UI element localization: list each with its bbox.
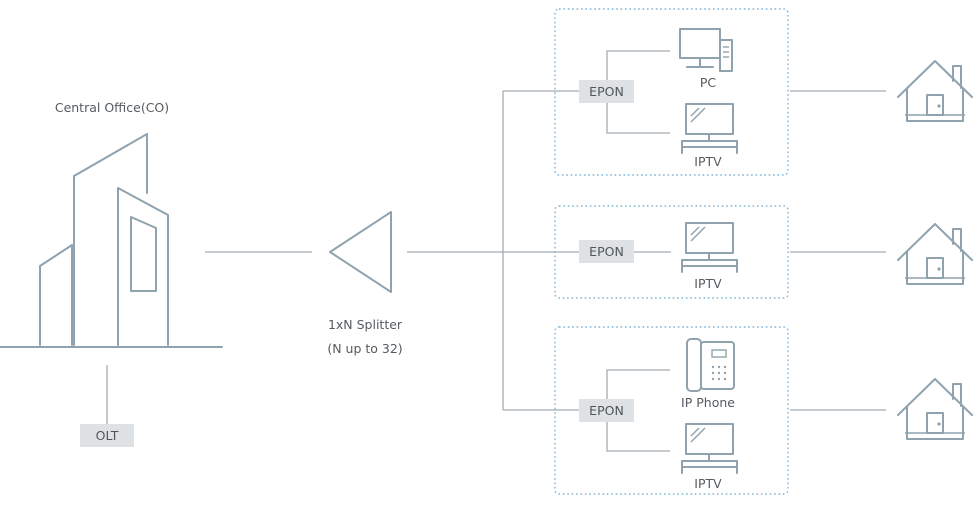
tv-icon [681, 423, 738, 474]
home-connection-lines [790, 90, 886, 411]
epon-label: EPON [589, 244, 624, 259]
house-icon [897, 378, 973, 440]
phone-icon [686, 338, 735, 392]
device-label: PC [700, 75, 717, 90]
subscriber-group-2: EPON IPTV [554, 205, 789, 299]
tv-icon [681, 222, 738, 273]
group-border [554, 8, 789, 176]
epon-tag [579, 399, 634, 422]
epon-tag [579, 240, 634, 263]
pc-icon [679, 28, 733, 72]
epon-label: EPON [589, 403, 624, 418]
olt-tag: OLT [80, 424, 134, 447]
subscriber-group-1: EPON PC IPTV [554, 8, 789, 176]
epon-label: EPON [589, 84, 624, 99]
splitter-label-line1: 1xN Splitter [328, 317, 403, 332]
epon-tag [579, 80, 634, 103]
splitter-icon [329, 211, 392, 293]
house-icon [897, 60, 973, 122]
subscriber-group-3: EPON IP Phone IPTV [554, 326, 789, 495]
device-label: IPTV [694, 476, 722, 491]
device-label: IPTV [694, 154, 722, 169]
device-label: IP Phone [681, 395, 735, 410]
splitter-distribution-lines [407, 90, 580, 411]
device-label: IPTV [694, 276, 722, 291]
central-office-label: Central Office(CO) [55, 100, 169, 115]
house-icon [897, 223, 973, 285]
central-office-building-icon [0, 133, 223, 348]
group-border [554, 205, 789, 299]
splitter-label-line2: (N up to 32) [327, 341, 402, 356]
tv-icon [681, 103, 738, 154]
olt-label: OLT [96, 428, 119, 443]
